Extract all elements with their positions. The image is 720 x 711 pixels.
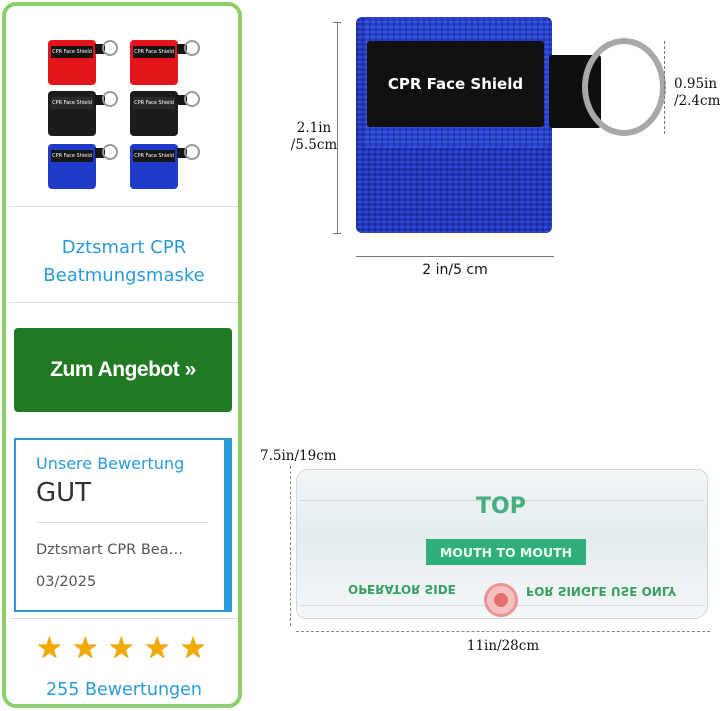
keyring-icon [184,40,200,56]
star-icon: ★ [36,631,63,666]
strap [95,148,105,158]
width-dimension-label: 2 in/5 cm [422,262,488,278]
dimension-line-height [337,22,338,234]
thumbnail-pouch-blue-1: CPR Face Shield [48,144,118,189]
thumbnail-tag: CPR Face Shield [51,150,93,162]
keyring-icon [184,144,200,160]
keyring-icon [102,144,118,160]
rating-grade: GUT [36,478,92,508]
shield-mirror-text-left: OPERATOR SIDE [348,582,456,596]
rating-label: Unsere Bewertung [36,454,185,473]
star-icon: ★ [71,631,99,666]
shield-mirror-text-right: FOR SINGLE USE ONLY [526,584,677,598]
keyring-icon [102,91,118,107]
shield-mouth-band: MOUTH TO MOUTH [426,539,586,565]
thumbnail-pouch-black-2: CPR Face Shield [130,91,200,136]
star-icon: ★ [179,631,207,666]
thumbnail-tag: CPR Face Shield [51,97,93,109]
divider [36,522,208,523]
rating-box: Unsere Bewertung GUT Dztsmart CPR Bea… 0… [14,438,232,612]
product-card: CPR Face Shield CPR Face Shield CPR Face… [2,2,242,708]
divider [10,618,238,619]
keyring-icon [184,91,200,107]
dimension-line-shield-height [290,466,291,626]
divider [10,206,238,207]
ring-line1: 0.95in [674,76,718,92]
star-rating: ★★★★★ [36,634,207,664]
shield-height-label: 7.5in/19cm [260,448,337,464]
strap [177,148,187,158]
dimension-tick [333,22,341,23]
thumbnail-pouch-red-2: CPR Face Shield [130,40,200,85]
thumbnail-pouch-red-1: CPR Face Shield [48,40,118,85]
product-thumbnail[interactable]: CPR Face Shield CPR Face Shield CPR Face… [10,10,238,208]
dimension-line-width [356,256,554,257]
thumbnail-tag: CPR Face Shield [133,97,175,109]
star-icon: ★ [143,631,171,666]
thumbnail-tag: CPR Face Shield [133,46,175,58]
thumbnail-tag: CPR Face Shield [51,46,93,58]
shield-width-label: 11in/28cm [466,638,540,654]
height-line1: 2.1in [296,120,332,136]
height-dimension-label: 2.1in /5.5cm [288,120,340,154]
star-icon: ★ [107,631,135,666]
thumbnail-tag: CPR Face Shield [133,150,175,162]
keyring-icon [582,38,666,136]
keyring-icon [102,40,118,56]
rating-date: 03/2025 [36,574,97,590]
shield-top-label: TOP [476,494,526,519]
valve-center [494,593,508,607]
dimension-line-ring [664,41,665,134]
offer-button[interactable]: Zum Angebot » [14,328,232,412]
height-line2: /5.5cm [290,137,338,153]
strap [177,44,187,54]
pouch-label: CPR Face Shield [367,41,544,127]
strap [95,44,105,54]
ring-line2: /2.4cm [674,93,720,109]
reviews-count-link[interactable]: 255 Bewertungen [45,680,203,700]
dimension-tick [333,233,341,234]
rating-product-name: Dztsmart CPR Bea… [36,542,184,558]
thumbnail-pouch-blue-2: CPR Face Shield [130,144,200,189]
product-title-link[interactable]: Dztsmart CPR Beatmungsmaske [10,234,238,290]
product-title-line2: Beatmungsmaske [43,265,205,286]
ring-dimension-label: 0.95in /2.4cm [674,76,720,110]
strap [95,95,105,105]
strap [177,95,187,105]
dimension-line-shield-width [296,631,710,632]
valve-icon [484,583,518,617]
product-title-line1: Dztsmart CPR [61,237,187,258]
bag-fold-line [300,500,704,501]
thumbnail-pouch-black-1: CPR Face Shield [48,91,118,136]
divider [10,302,238,303]
